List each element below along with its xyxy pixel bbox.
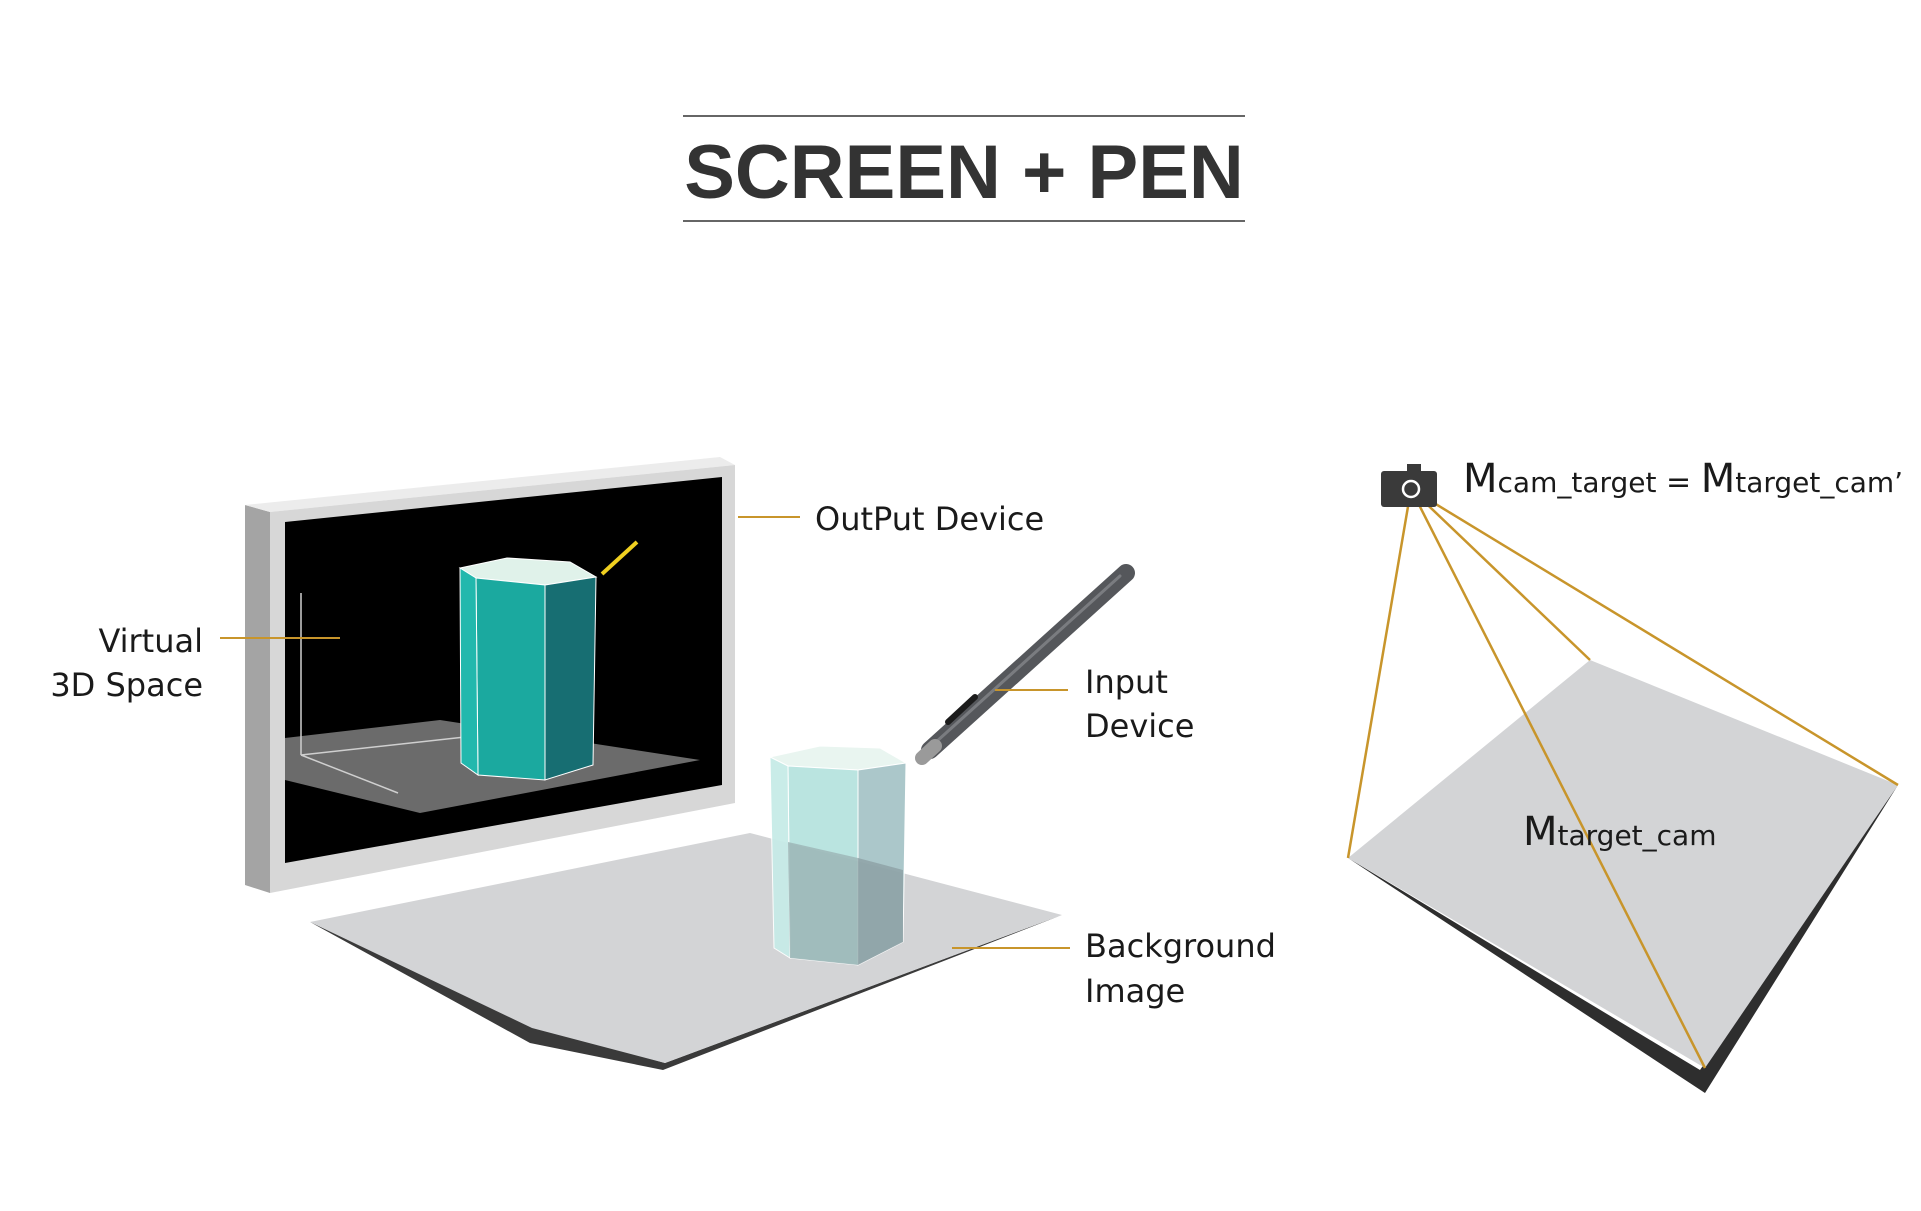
camera-icon xyxy=(1381,464,1437,507)
frustum-line-4 xyxy=(1410,487,1899,787)
frustum-line-2 xyxy=(1409,488,1707,1069)
physical-prism-front-overlap xyxy=(788,842,858,965)
background-mat xyxy=(310,833,1062,1070)
surface-label-m: M xyxy=(1523,809,1558,855)
virtual-axis-z xyxy=(300,754,399,794)
monitor xyxy=(245,457,735,893)
label-virtual-line1: Virtual xyxy=(98,622,203,660)
virtual-prism-front xyxy=(475,577,546,781)
pen-button xyxy=(945,694,978,725)
pen-tip xyxy=(915,739,942,765)
frustum-line-1 xyxy=(1346,488,1413,859)
virtual-axis-x xyxy=(300,736,466,756)
camera-frustum xyxy=(1346,487,1899,1069)
label-background-line2: Image xyxy=(1085,972,1185,1010)
frustum-line-3 xyxy=(1410,488,1591,661)
virtual-prism-left xyxy=(459,567,479,776)
monitor-bezel-top xyxy=(245,457,735,512)
equation-sub1: cam_target xyxy=(1498,466,1657,499)
camera-equation: Mcam_target = Mtarget_cam’ xyxy=(1463,456,1903,502)
label-input-line2: Device xyxy=(1085,707,1194,745)
target-surface-shadow xyxy=(1348,785,1898,1093)
camera-viewfinder xyxy=(1407,464,1421,473)
physical-prism-right-overlap xyxy=(858,858,903,965)
background-mat-surface xyxy=(310,833,1062,1063)
equation-sub2: target_cam’ xyxy=(1735,466,1903,499)
surface-label-sub: target_cam xyxy=(1558,819,1717,852)
surface-label: Mtarget_cam xyxy=(1523,809,1716,855)
label-background-line1: Background xyxy=(1085,927,1276,965)
pen-highlight xyxy=(934,574,1122,744)
label-virtual-line2: 3D Space xyxy=(50,666,203,704)
camera-body xyxy=(1381,471,1437,507)
virtual-prism-right xyxy=(544,576,597,781)
virtual-pen-stroke xyxy=(600,540,639,576)
equation-m2: M xyxy=(1701,456,1736,502)
camera-lens xyxy=(1401,479,1421,499)
physical-prism xyxy=(768,745,908,966)
label-input-line1: Input xyxy=(1085,663,1168,701)
label-output-device: OutPut Device xyxy=(815,500,1044,538)
monitor-bezel-side xyxy=(245,505,270,893)
equation-m1: M xyxy=(1463,456,1498,502)
target-surface-top xyxy=(1348,660,1898,1068)
page-title: SCREEN + PEN xyxy=(684,130,1244,215)
pen-icon xyxy=(915,564,1135,765)
pen-body xyxy=(921,564,1135,759)
target-surface xyxy=(1348,660,1898,1093)
equation-equals: = xyxy=(1656,465,1700,500)
